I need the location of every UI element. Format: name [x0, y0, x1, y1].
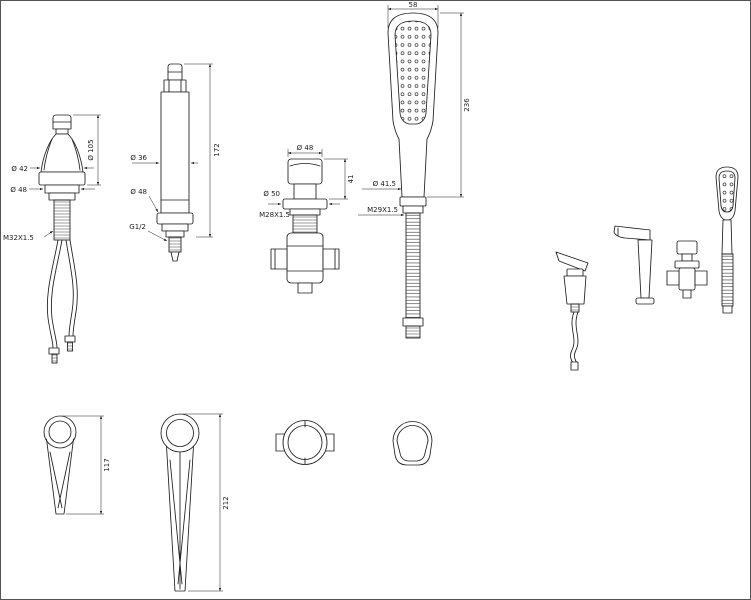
set-mixer-with-handle	[555, 251, 589, 371]
spout-base-flange	[44, 184, 80, 194]
dimension-label: Ø 48	[297, 144, 314, 152]
diverter-front-view	[270, 158, 340, 294]
dimension-label: M28X1.5	[259, 211, 290, 219]
handle-side-dimensions: 212	[183, 413, 230, 592]
spout-column-front-view	[156, 63, 194, 262]
dimension-label: G1/2	[129, 223, 146, 231]
shower-face-nozzles	[394, 20, 432, 125]
dimension-label: M29X1.5	[367, 206, 398, 214]
spout-unit-front-view	[38, 114, 86, 364]
handle-blade	[166, 445, 194, 592]
set-handshower	[715, 166, 739, 314]
shower-hose	[405, 212, 421, 319]
dimension-label: 236	[463, 98, 471, 112]
spout-base-disc	[38, 171, 86, 186]
supply-hose-left	[46, 239, 63, 364]
dimension-label: 117	[103, 458, 111, 471]
dimension-label: Ø 105	[87, 139, 95, 160]
shower-handle-flange	[399, 196, 427, 207]
assembled-set-view	[555, 166, 739, 371]
handle-blade	[46, 438, 74, 515]
dimension-label: 58	[409, 1, 418, 9]
handshower-front-view	[387, 12, 439, 339]
escutcheon-top-view	[275, 420, 335, 465]
set-diverter	[666, 240, 708, 299]
dimension-label: 172	[213, 143, 221, 156]
dimension-label: Ø 48	[10, 186, 27, 194]
handle-front-dimensions: 117	[62, 415, 111, 515]
column-base-flange	[156, 212, 194, 225]
mounting-thread	[53, 199, 71, 241]
dimension-label: Ø 50	[263, 190, 280, 198]
dimension-label: 41	[347, 175, 355, 184]
diverter-dimensions: Ø 48 41 Ø 50 M28X1.5	[259, 144, 355, 219]
dimension-label: Ø 36	[130, 154, 147, 162]
spout-column-dimensions: 172 Ø 36 Ø 48 G1/2	[129, 63, 221, 242]
dimension-label: Ø 48	[130, 188, 147, 196]
diverter-valve-body	[270, 232, 340, 294]
spout-unit-dimensions: Ø 105 Ø 42 Ø 48 M32X1.5	[3, 114, 101, 242]
dimension-label: Ø 41.5	[373, 180, 396, 188]
handle-side-view	[160, 413, 200, 592]
hose-nut	[402, 317, 424, 327]
dimension-label: 212	[222, 496, 230, 509]
set-lever-handle	[555, 251, 589, 272]
supply-hose-right	[64, 239, 78, 352]
diverter-knob	[287, 158, 323, 185]
column-thread	[168, 236, 182, 253]
handle-cap-top-view	[392, 421, 433, 466]
handle-front-view	[43, 415, 77, 515]
diverter-thread	[292, 214, 318, 234]
handshower-dimensions: 58 236 Ø 41.5 M29X1.5	[358, 1, 471, 217]
dimension-label: M32X1.5	[3, 234, 34, 242]
dimension-label: Ø 42	[11, 165, 28, 173]
diverter-flange	[282, 198, 328, 210]
set-spout	[613, 225, 655, 305]
column-body	[160, 91, 190, 214]
